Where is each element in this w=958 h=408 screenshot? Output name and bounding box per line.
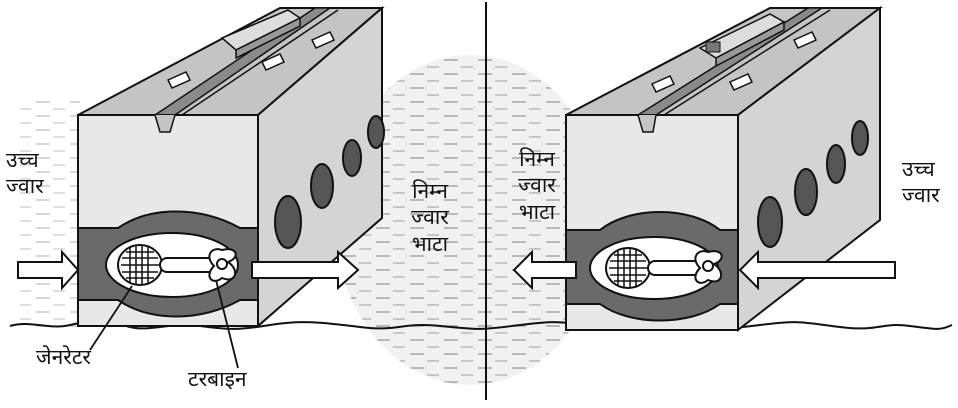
turbine-icon bbox=[209, 249, 235, 281]
turbine-icon bbox=[695, 251, 721, 283]
left-high-tide-line2: ज्वार bbox=[6, 173, 44, 199]
right-low-tide-line3: भाटा bbox=[492, 199, 582, 225]
right-low-tide-line2: ज्वार bbox=[492, 172, 582, 198]
left-low-tide-label: निम्न ज्वार भाटा bbox=[385, 178, 475, 257]
right-low-tide-line1: निम्न bbox=[492, 146, 582, 172]
left-high-tide-label: उच्च ज्वार bbox=[6, 147, 44, 200]
right-high-tide-label: उच्च ज्वार bbox=[902, 156, 940, 209]
right-low-tide-label: निम्न ज्वार भाटा bbox=[492, 146, 582, 225]
right-high-tide-line1: उच्च bbox=[902, 156, 940, 182]
right-high-tide-line2: ज्वार bbox=[902, 182, 940, 208]
left-low-tide-line1: निम्न bbox=[385, 178, 475, 204]
left-low-tide-line3: भाटा bbox=[385, 231, 475, 257]
left-low-tide-line2: ज्वार bbox=[385, 204, 475, 230]
generator-label: जेनरेटर bbox=[36, 344, 91, 370]
left-high-tide-line1: उच्च bbox=[6, 147, 44, 173]
turbine-label: टरबाइन bbox=[188, 366, 247, 392]
